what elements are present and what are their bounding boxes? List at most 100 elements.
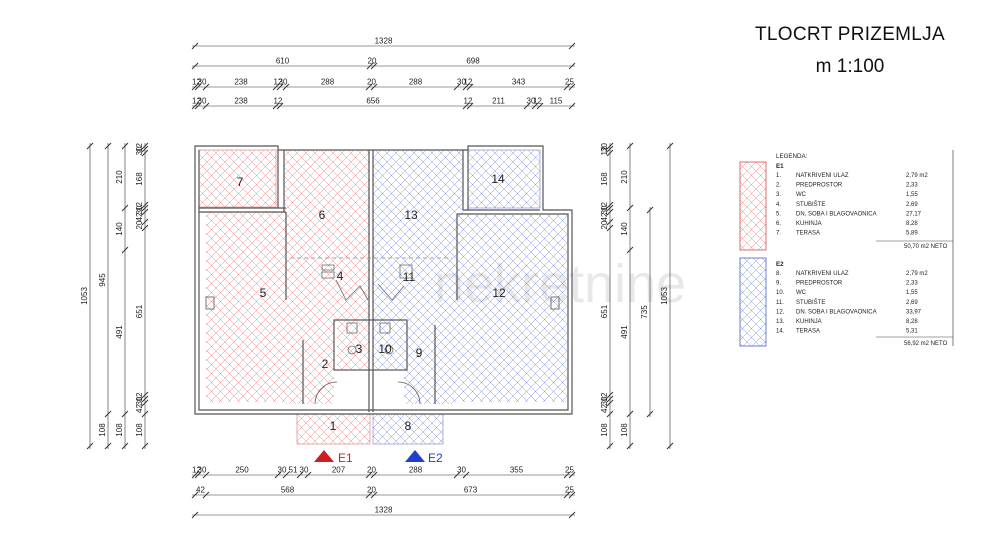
legend-e1-row-name: DN. SOBA I BLAGOVAONICA (796, 211, 877, 217)
dim-top-r3-label: 288 (321, 78, 335, 87)
legend-e2-total: 56,92 m2 NETO (904, 341, 948, 347)
legend-e2-row-name: KUHINJA (796, 319, 822, 325)
dim-right-c1-tick (606, 218, 614, 226)
dim-top-total-label: 1328 (375, 37, 393, 46)
dim-bottom-r1-tick (304, 471, 312, 479)
dim-right-c1-tick (606, 224, 614, 232)
dim-top-r3-tick (365, 83, 373, 91)
dim-right-c1-tick (606, 142, 614, 150)
dim-top-r4-label: 12 (192, 97, 201, 106)
room-labels: 7 6 5 4 2 3 10 1 13 14 12 11 9 8 (237, 172, 506, 433)
legend-e2-row-area: 2,69 (906, 300, 918, 306)
dim-bottom-r1-label: 51 (289, 466, 298, 475)
dim-top-r3-tick (466, 83, 474, 91)
dim-top-r3-label: 12 (192, 78, 201, 87)
dim-top-r3-tick (568, 83, 576, 91)
dim-bottom-r2-tick (365, 491, 373, 499)
room-label-9: 9 (416, 346, 423, 360)
dim-right-c2-tick (626, 142, 634, 150)
dim-bottom-r1-tick (296, 471, 304, 479)
dim-top-r3-label: 20 (367, 78, 376, 87)
legend-e1-row-name: TERASA (796, 231, 820, 237)
legend-e1-row-num: 5. (776, 211, 781, 217)
legend-e2-row-num: 10. (776, 290, 785, 296)
legend-e1-swatch (739, 161, 767, 251)
dim-top-r4-tick (523, 102, 531, 110)
entrance-e1-marker (314, 450, 334, 462)
dim-bottom-r2-label: 673 (464, 486, 478, 495)
dim-right-c2-label: 210 (620, 170, 629, 184)
plan-title: TLOCRT PRIZEMLJA (755, 24, 945, 45)
room-6-area (284, 150, 370, 258)
dim-top-r4-tick (276, 102, 284, 110)
dim-right-c1-tick (606, 395, 614, 403)
room-label-6: 6 (319, 208, 326, 222)
legend-e1-row-name: WC (796, 192, 807, 198)
dim-left-c4-tick (141, 218, 149, 226)
dim-left-c4-label: 12 (135, 202, 144, 211)
dim-left-c4-tick (141, 442, 149, 450)
dim-top-r4-label: 656 (366, 97, 380, 106)
dim-bottom-r1-label: 30 (198, 466, 207, 475)
room-1-area (296, 413, 371, 445)
dim-top-r3-label: 30 (457, 78, 466, 87)
dim-right-c1-label: 42 (600, 212, 609, 221)
dim-left-c2-tick (104, 442, 112, 450)
dim-left-c2-label: 108 (98, 423, 107, 437)
legend-e2-swatch (739, 257, 767, 347)
legend-header: LEGENDA: (776, 153, 808, 160)
dim-left-c4-label: 42 (135, 212, 144, 221)
dim-top-r2-label: 698 (466, 57, 480, 66)
dim-bottom-r2-label: 42 (196, 486, 205, 495)
dim-top-r4-tick (531, 102, 539, 110)
dim-top-r3-tick (462, 83, 470, 91)
dim-left-outer-tick (86, 142, 94, 150)
dim-top-r3-tick (191, 83, 199, 91)
legend-e2-row-num: 8. (776, 271, 781, 277)
room-label-2: 2 (322, 357, 329, 371)
dim-bottom-r1-label: 355 (510, 466, 524, 475)
legend-e2-row-num: 14. (776, 329, 785, 335)
dim-right-c2-tick (626, 204, 634, 212)
legend-e1-row-area: 2,69 (906, 202, 918, 208)
dim-left-c4-tick (141, 395, 149, 403)
dim-bottom-r2-tick (563, 491, 571, 499)
dim-bottom-r1-label: 30 (457, 466, 466, 475)
plan-scale: m 1:100 (815, 56, 885, 77)
dim-top-r3-tick (453, 83, 461, 91)
dim-bottom-r1-label: 20 (367, 466, 376, 475)
dim-left-c3-label: 140 (115, 222, 124, 236)
room-label-12: 12 (492, 286, 506, 300)
dim-bottom-r1-label: 30 (278, 466, 287, 475)
dim-bottom-r1-tick (453, 471, 461, 479)
dim-bottom-r2-tick (191, 491, 199, 499)
dim-top-r3-tick (276, 83, 284, 91)
unit-e2-area (372, 149, 567, 445)
dim-bottom-r2-label: 568 (281, 486, 295, 495)
dim-top-r4-tick (568, 102, 576, 110)
walls (194, 145, 573, 415)
dim-top-r4-tick (462, 102, 470, 110)
dim-left-c3-label: 491 (115, 325, 124, 339)
dim-left-c3-label: 108 (115, 423, 124, 437)
legend-e2-row-num: 13. (776, 319, 785, 325)
room-14-area (467, 149, 541, 209)
room-label-3: 3 (356, 342, 363, 356)
entrance-markers: E1 E2 (314, 450, 443, 465)
dim-top-r3-tick (282, 83, 290, 91)
dim-left-c3-tick (121, 442, 129, 450)
room-label-7: 7 (237, 175, 244, 189)
legend-e1-row-num: 3. (776, 192, 781, 198)
dim-top-r2-tick (568, 62, 576, 70)
dim-left-c4-tick (141, 142, 149, 150)
dim-top-r3-tick (194, 83, 202, 91)
legend-e1-label: E1 (776, 163, 784, 170)
dim-right-c1-label: 30 (600, 143, 609, 152)
room-8-area (372, 413, 444, 445)
dim-top-r3-label: 238 (234, 78, 248, 87)
dim-top-r3-label: 12 (464, 78, 473, 87)
dim-left-c3-label: 210 (115, 170, 124, 184)
legend-e2-row-name: TERASA (796, 329, 820, 335)
